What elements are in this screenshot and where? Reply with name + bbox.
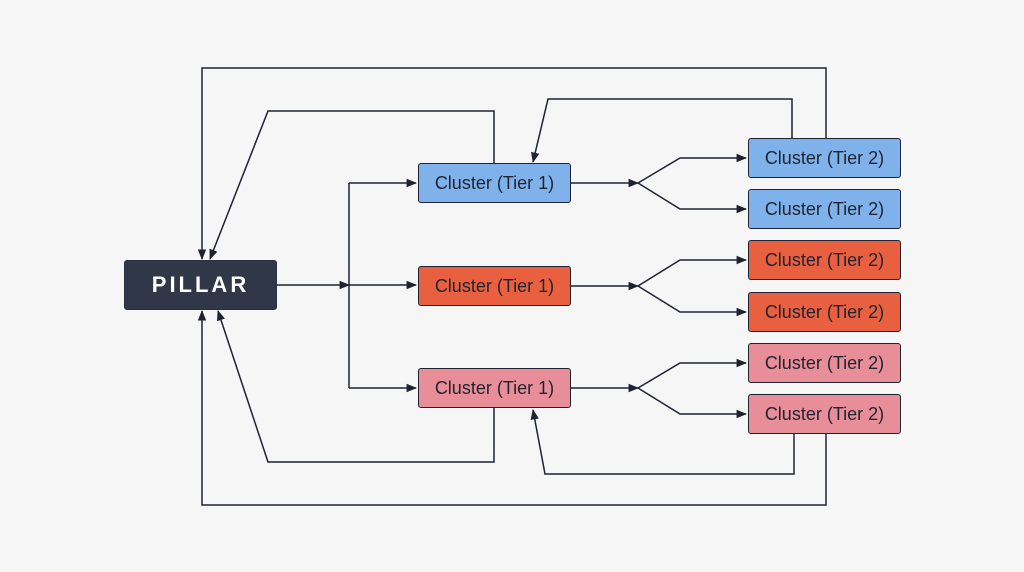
pillar-label: PILLAR — [151, 272, 250, 297]
tier2-label: Cluster (Tier 2) — [764, 249, 885, 270]
tier1-label: Cluster (Tier 1) — [434, 172, 555, 193]
tier2-label: Cluster (Tier 2) — [764, 147, 885, 168]
tier2-cluster-pink-2: Cluster (Tier 2) — [748, 394, 901, 434]
edge-fork-pink-b — [637, 387, 748, 419]
edge-fork-orange-b — [637, 285, 748, 317]
tier2-cluster-orange-2: Cluster (Tier 2) — [748, 292, 901, 332]
tier2-label: Cluster (Tier 2) — [764, 198, 885, 219]
tier2-cluster-blue-1: Cluster (Tier 2) — [748, 138, 901, 178]
tier2-cluster-pink-1: Cluster (Tier 2) — [748, 343, 901, 383]
edge-tier2-pink-to-tier1 — [530, 408, 795, 475]
edge-fork-pink-a — [637, 358, 748, 389]
tier2-cluster-blue-2: Cluster (Tier 2) — [748, 189, 901, 229]
tier1-cluster-orange: Cluster (Tier 1) — [418, 266, 571, 306]
tier2-label: Cluster (Tier 2) — [764, 301, 885, 322]
edge-fork-orange-a — [637, 255, 748, 287]
tier2-label: Cluster (Tier 2) — [764, 403, 885, 424]
edge-fork-blue-b — [637, 182, 748, 214]
tier2-cluster-orange-1: Cluster (Tier 2) — [748, 240, 901, 280]
edge-tier2-blue-to-tier1 — [531, 98, 793, 164]
edge-tier1-blue-to-pillar — [209, 110, 495, 260]
edge-tier1-pink-to-pillar — [216, 310, 495, 463]
tier1-label: Cluster (Tier 1) — [434, 275, 555, 296]
tier1-label: Cluster (Tier 1) — [434, 377, 555, 398]
tier1-cluster-blue: Cluster (Tier 1) — [418, 163, 571, 203]
edge-fork-blue-a — [637, 153, 748, 184]
tier2-label: Cluster (Tier 2) — [764, 352, 885, 373]
pillar-node: PILLAR — [124, 260, 277, 310]
edge-outer-top-loop — [197, 67, 827, 261]
edge-outer-bottom-loop — [197, 309, 827, 506]
tier1-cluster-pink: Cluster (Tier 1) — [418, 368, 571, 408]
